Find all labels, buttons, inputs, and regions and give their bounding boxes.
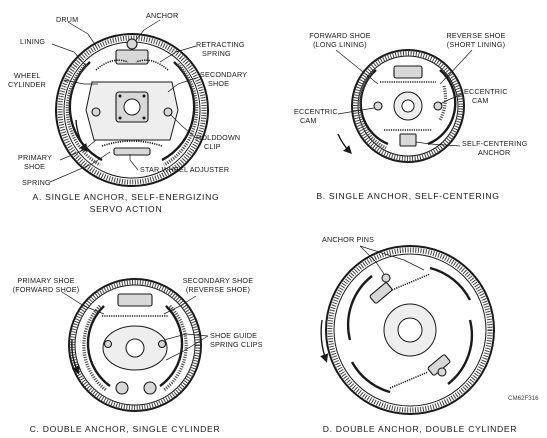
- leader-lines: [49, 19, 473, 361]
- label-self-centering-anchor-2: ANCHOR: [478, 148, 510, 157]
- label-reverse-shoe-2: (SHORT LINING): [447, 40, 505, 49]
- label-secondary-shoe-c-2: (REVERSE SHOE): [186, 285, 250, 294]
- label-lining: LINING: [20, 37, 45, 46]
- label-primary-shoe-1: PRIMARY: [18, 153, 52, 162]
- figure-code: CM62F316: [508, 395, 539, 402]
- label-eccentric-cam-right-1: ECCENTRIC: [464, 87, 508, 96]
- label-star-wheel-adjuster: STAR WHEEL ADJUSTER: [140, 165, 229, 174]
- caption-a-line-2: SERVO ACTION: [90, 204, 163, 214]
- panel-c-drawing: [68, 278, 202, 412]
- label-eccentric-cam-left-1: ECCENTRIC: [294, 107, 338, 116]
- label-shoe-guide-1: SHOE GUIDE: [210, 331, 257, 340]
- label-retracting-spring-1: RETRACTING: [196, 40, 245, 49]
- label-forward-shoe-2: (LONG LINING): [313, 40, 367, 49]
- label-anchor: ANCHOR: [146, 11, 178, 20]
- caption-c: C. DOUBLE ANCHOR, SINGLE CYLINDER: [30, 424, 221, 434]
- label-eccentric-cam-left-2: CAM: [300, 116, 317, 125]
- label-wheel-cylinder-2: CYLINDER: [8, 80, 46, 89]
- label-self-centering-anchor-1: SELF-CENTERING: [462, 139, 528, 148]
- caption-b: B. SINGLE ANCHOR, SELF-CENTERING: [316, 191, 499, 201]
- panel-a-drawing: [55, 33, 209, 187]
- label-eccentric-cam-right-2: CAM: [472, 96, 489, 105]
- label-holddown-clip-1: HOLDDOWN: [196, 133, 240, 142]
- label-holddown-clip-2: CLIP: [204, 142, 221, 151]
- label-shoe-guide-2: SPRING CLIPS: [210, 340, 263, 349]
- label-secondary-shoe-1: SECONDARY: [200, 70, 247, 79]
- label-wheel-cylinder-1: WHEEL: [14, 71, 41, 80]
- label-forward-shoe-1: FORWARD SHOE: [309, 31, 371, 40]
- label-spring: SPRING: [22, 178, 51, 187]
- label-secondary-shoe-c-1: SECONDARY SHOE: [183, 276, 253, 285]
- label-primary-shoe-c-1: PRIMARY SHOE: [17, 276, 74, 285]
- label-retracting-spring-2: SPRING: [202, 49, 231, 58]
- panel-b-drawing: [337, 49, 465, 163]
- caption-a-line-1: A. SINGLE ANCHOR, SELF-ENERGIZING: [33, 192, 220, 202]
- label-primary-shoe-c-2: (FORWARD SHOE): [13, 285, 80, 294]
- label-drum: DRUM: [56, 15, 78, 24]
- label-primary-shoe-2: SHOE: [24, 162, 45, 171]
- panel-d-drawing: [320, 245, 495, 415]
- label-reverse-shoe-1: REVERSE SHOE: [446, 31, 505, 40]
- caption-d: D. DOUBLE ANCHOR, DOUBLE CYLINDER: [323, 424, 518, 434]
- label-secondary-shoe-2: SHOE: [208, 79, 229, 88]
- label-anchor-pins: ANCHOR PINS: [322, 235, 374, 244]
